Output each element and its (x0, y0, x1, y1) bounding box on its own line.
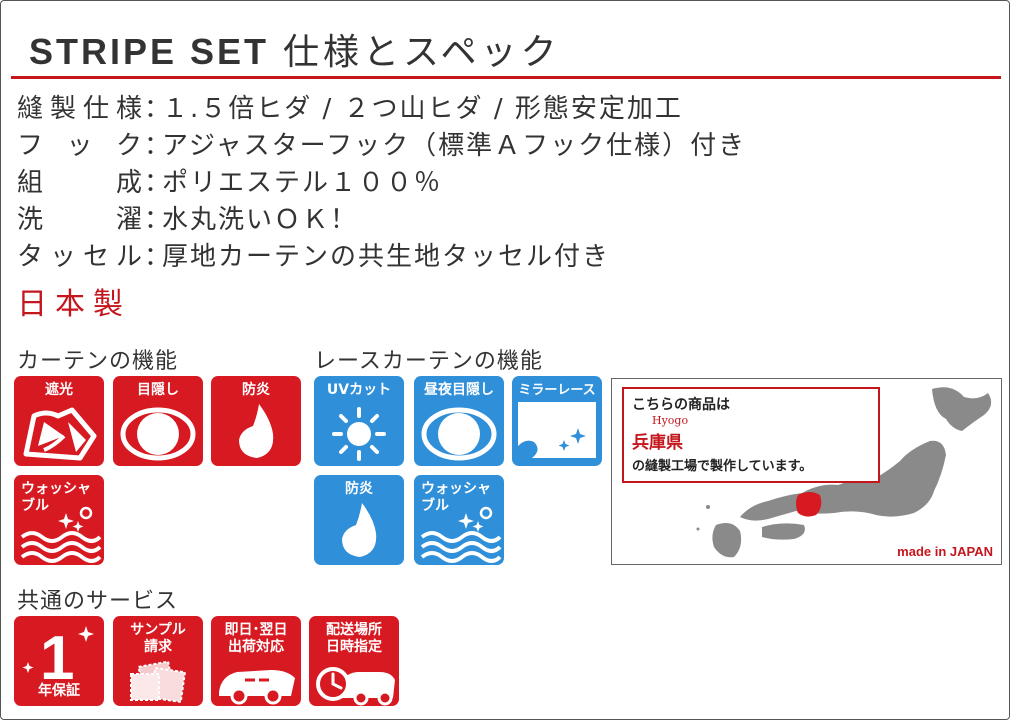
spec-separator: ： (144, 205, 173, 235)
service-label-line1: 配送場所 (326, 622, 382, 638)
callout-line3: の縫製工場で製作しています。 (632, 459, 813, 474)
feature-label: UVカット (326, 382, 392, 398)
mirror-lace-icon (518, 402, 596, 458)
service-delivery-date-time: 配送場所日時指定 (309, 616, 399, 706)
feature-washable-lace: ウォッシャブル (414, 475, 504, 565)
service-label-line1: 即日･翌日 (224, 622, 288, 638)
title-divider (11, 76, 1001, 79)
feature-label: 目隠し (137, 382, 179, 398)
curtain-section-title: カーテンの機能 (17, 349, 179, 374)
callout-line1: こちらの商品は (632, 397, 730, 413)
feature-flame-retardant-lace: 防炎 (314, 475, 404, 565)
spec-key: 組成 (17, 168, 144, 198)
spec-row-hook: フック：アジャスターフック（標準Ａフック仕様）付き (17, 128, 746, 165)
warranty-number: 1 (40, 624, 75, 693)
service-label-line2: 出荷対応 (228, 639, 284, 655)
spec-key: タッセル (17, 242, 144, 272)
title-jp: 仕様とスペック (283, 32, 561, 73)
service-same-day-shipping: 即日･翌日出荷対応 (211, 616, 301, 706)
feature-uv-cut: UVカット (314, 376, 404, 466)
feature-label-line2: ブル (421, 498, 449, 514)
service-label-line1: サンプル (130, 622, 186, 638)
service-warranty: 1 年保証 (14, 616, 104, 706)
warranty-icon (22, 626, 94, 673)
made-in-japan-label: 日本製 (17, 287, 131, 322)
feature-label: ウォッシャブル (21, 481, 104, 515)
service-label: 即日･翌日出荷対応 (211, 622, 301, 656)
spec-value: 水丸洗いＯＫ！ (162, 205, 359, 235)
service-label: 配送場所日時指定 (309, 622, 399, 656)
service-label-line2: 請求 (144, 639, 172, 655)
washable-icon (20, 506, 102, 563)
callout-romaji: Hyogo (652, 414, 689, 427)
callout-prefecture: 兵庫県 (632, 433, 683, 453)
privacy-eye-icon (120, 407, 196, 461)
sun-icon (332, 407, 386, 461)
spec-value: ポリエステル１００％ (162, 168, 443, 198)
service-sample-request: サンプル請求 (113, 616, 203, 706)
spec-separator: ： (144, 242, 173, 272)
spec-row-composition: 組成：ポリエステル１００％ (17, 165, 746, 202)
blackout-icon (23, 407, 97, 461)
spec-key: 洗濯 (17, 205, 144, 235)
delivery-truck-icon (219, 670, 295, 705)
feature-blackout: 遮光 (14, 376, 104, 466)
page-title: STRIPE SET 仕様とスペック (29, 23, 561, 75)
feature-washable: ウォッシャブル (14, 475, 104, 565)
feature-mirror-lace: ミラーレース (512, 376, 602, 466)
feature-label: 遮光 (45, 382, 73, 398)
japan-map-icon (696, 387, 992, 558)
feature-day-night-privacy: 昼夜目隠し (414, 376, 504, 466)
feature-label: 昼夜目隠し (424, 382, 494, 398)
service-label-line2: 日時指定 (326, 639, 382, 655)
common-section-title: 共通のサービス (17, 589, 179, 614)
spec-key: フック (17, 131, 144, 161)
feature-label: ミラーレース (518, 383, 596, 398)
spec-value: アジャスターフック（標準Ａフック仕様）付き (162, 131, 747, 161)
warranty-label: 年保証 (38, 683, 80, 699)
washable-icon (420, 506, 502, 563)
feature-label-line1: ウォッシャ (21, 481, 91, 497)
service-label: サンプル請求 (113, 622, 203, 656)
spec-row-washing: 洗濯：水丸洗いＯＫ！ (17, 202, 746, 239)
spec-separator: ： (144, 131, 173, 161)
spec-list: 縫製仕様：１.５倍ヒダ / ２つ山ヒダ / 形態安定加工 フック：アジャスターフ… (17, 91, 746, 276)
clock-truck-icon (316, 667, 395, 706)
feature-flame-retardant: 防炎 (211, 376, 301, 466)
spec-row-sewing: 縫製仕様：１.５倍ヒダ / ２つ山ヒダ / 形態安定加工 (17, 91, 746, 128)
spec-key: 縫製仕様 (17, 94, 144, 124)
spec-separator: ： (144, 168, 173, 198)
spec-value: １.５倍ヒダ / ２つ山ヒダ / 形態安定加工 (162, 94, 683, 124)
feature-label: 防炎 (345, 481, 373, 497)
lace-section-title: レースカーテンの機能 (314, 349, 543, 374)
japan-map-panel: こちらの商品は Hyogo 兵庫県 の縫製工場で製作しています。 made in… (611, 378, 1002, 565)
flame-icon (239, 404, 274, 458)
made-in-japan-en: made in JAPAN (897, 544, 993, 559)
spec-separator: ： (144, 94, 173, 124)
feature-label-line1: ウォッシャ (421, 481, 491, 497)
feature-label: ウォッシャブル (421, 481, 504, 515)
title-en: STRIPE SET (29, 31, 270, 72)
feature-label: 防炎 (242, 382, 270, 398)
feature-privacy: 目隠し (113, 376, 203, 466)
spec-row-tassel: タッセル：厚地カーテンの共生地タッセル付き (17, 239, 746, 276)
privacy-eye-icon (421, 407, 497, 461)
spec-value: 厚地カーテンの共生地タッセル付き (162, 242, 611, 272)
fabric-sample-icon (130, 660, 187, 704)
flame-icon (342, 503, 377, 557)
origin-callout: こちらの商品は Hyogo 兵庫県 の縫製工場で製作しています。 (622, 387, 880, 483)
feature-label-line2: ブル (21, 498, 49, 514)
